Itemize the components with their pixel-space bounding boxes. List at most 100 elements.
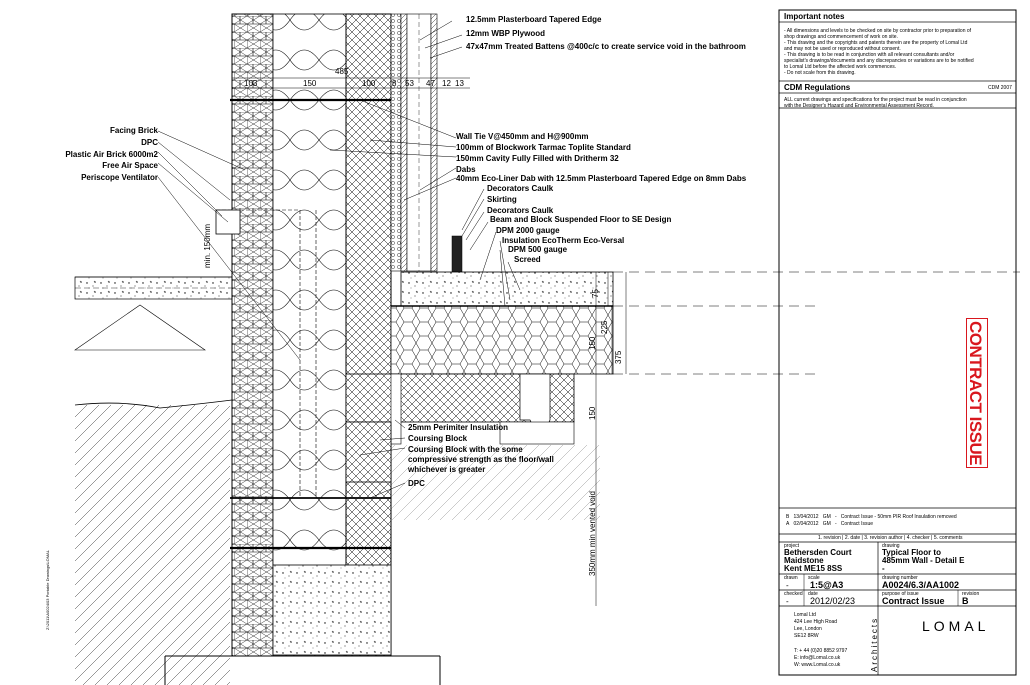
label-coursing-block-note-3: whichever is greater [408,465,486,474]
label-air-brick: Plastic Air Brick 6000m2 [65,150,158,159]
foundation-concrete [272,564,392,656]
label-insulation: Insulation EcoTherm Eco-Versal [502,236,625,245]
drawn-value: - [786,581,789,590]
dim-150: 150 [303,79,317,88]
label-dpm-2000: DPM 2000 gauge [496,226,560,235]
revision-label: revision [962,591,980,597]
ground-earth [75,405,230,685]
floor-insulation [390,305,614,375]
important-note-3: and may not be used or reproduced withou… [784,46,901,52]
inner-blockwork [345,13,392,657]
revision-row-b: B 13/04/2012 GM - Contract Issue - 50mm … [786,514,957,520]
rev-date: 13/04/2012 [793,514,819,520]
dim-225: 225 [600,320,609,334]
rev-header: 3. revision author [864,535,903,541]
rev-checker: - [834,514,837,520]
company-address-1: 424 Lee High Road [794,619,838,625]
drawing-line-0: Typical Floor to [882,548,941,557]
cdm-title: CDM Regulations [784,83,851,92]
label-decorators-caulk-2: Decorators Caulk [487,206,554,215]
label-wall-tie: Wall Tie V@450mm and H@900mm [456,132,589,141]
important-note-1: shop drawings and commencement of work o… [784,34,898,40]
leader-lines-left [157,130,301,361]
lomal-logo: LOMAL [922,618,990,634]
drawing-number-value: A0024/6.3/AA1002 [882,580,960,590]
dim-vented-void: 350mm min vented void [588,491,597,576]
checked-label: checked [784,591,803,597]
drawing-label: drawing [882,543,900,549]
revision-value: B [962,596,969,606]
important-note-4: - This drawing is to be read in conjunct… [784,52,955,58]
label-decorators-caulk-1: Decorators Caulk [487,184,554,193]
dim-103: 103 [244,79,258,88]
label-plasterboard: 12.5mm Plasterboard Tapered Edge [466,15,602,24]
drawing-number-label: drawing number [882,575,918,581]
company-name: Lomal Ltd [794,612,816,618]
project-line-0: Bethersden Court [784,548,852,557]
label-periscope: Periscope Ventilator [81,173,158,182]
label-beam-block: Beam and Block Suspended Floor to SE Des… [490,215,672,224]
rev-header: 5. comments [933,535,963,541]
drawing-line-1: 485mm Wall - Detail E [882,556,965,565]
architects-vertical: Architects [870,616,879,672]
scale-value: 1:5@A3 [810,580,844,590]
dim-12: 12 [442,79,451,88]
contract-issue-text: CONTRACT ISSUE [966,321,985,466]
label-free-air: Free Air Space [102,161,158,170]
slope-triangle [74,304,206,351]
company-phone: T: + 44 (0)20 8852 9797 [794,648,848,654]
label-screed: Screed [514,255,541,264]
drawing-line-2: - [882,564,885,573]
rev-header: 2. date [844,535,861,541]
date-value: 2012/02/23 [810,596,856,606]
scale-label: scale [808,575,820,581]
project-line-1: Maidstone [784,556,824,565]
label-facing-brick: Facing Brick [109,126,158,135]
company-address-3: SE12 8RW [794,633,819,639]
bearing-step [499,421,575,445]
dim-47: 47 [426,79,435,88]
leader-lines-right [329,20,521,307]
label-dpm-500: DPM 500 gauge [508,245,568,254]
important-note-5: specialist's drawings/documents and any … [784,58,974,64]
rev-checker: - [834,521,837,527]
purpose-label: purpose of issue [882,591,919,597]
important-note-7: - Do not scale from this drawing. [784,70,856,76]
skirting [451,235,463,273]
cdm-text-0: ALL current drawings and specifications … [784,97,967,103]
revision-row-a: A 02/04/2012 GM - Contract Issue [786,521,873,527]
dim-53: 53 [405,79,414,88]
contract-issue-stamp: CONTRACT ISSUE [966,318,988,468]
company-address-2: Lee, London [794,626,822,632]
leader-lines-lower [359,419,406,499]
company-email: E: info@Lomal.co.uk [794,655,841,661]
dim-150b: 150 [588,406,597,420]
dim-485: 485 [335,67,349,76]
dim-13: 13 [455,79,464,88]
dim-375: 375 [614,350,623,364]
label-dabs: Dabs [456,165,476,174]
rev-header: 4. checker [906,535,930,541]
periscope-ventilator [216,209,317,499]
rev-date: 02/04/2012 [793,521,819,527]
important-note-2: - This drawing and the copyrights and pa… [784,40,968,46]
rev-letter: A [786,521,790,527]
label-battens: 47x47mm Treated Battens @400c/c to creat… [466,42,746,51]
project-label: project [784,543,800,549]
ground-earth-under [390,445,600,520]
coursing-block [345,421,392,483]
label-coursing-block: Coursing Block [408,434,468,443]
checked-value: - [786,597,789,606]
facing-brick-leaf [231,13,274,657]
label-coursing-block-note-2: compressive strength as the floor/wall [408,455,554,464]
label-cavity: 150mm Cavity Fully Filled with Dritherm … [456,154,619,163]
rev-author: GM [822,521,831,527]
company-web: W: www.Lomal.co.uk [794,662,841,668]
revision-headers: 1. revision | 2. date | 3. revision auth… [818,535,963,541]
cavity-insulation [272,13,347,657]
rev-comment: Contract Issue - 50mm PIR Roof Insulatio… [840,514,957,520]
label-perimeter-insulation: 25mm Perimiter Insulation [408,423,509,432]
dim-8: 8 [392,79,397,88]
cdm-text-1: with the Designer's Hazard and Environme… [784,103,934,109]
